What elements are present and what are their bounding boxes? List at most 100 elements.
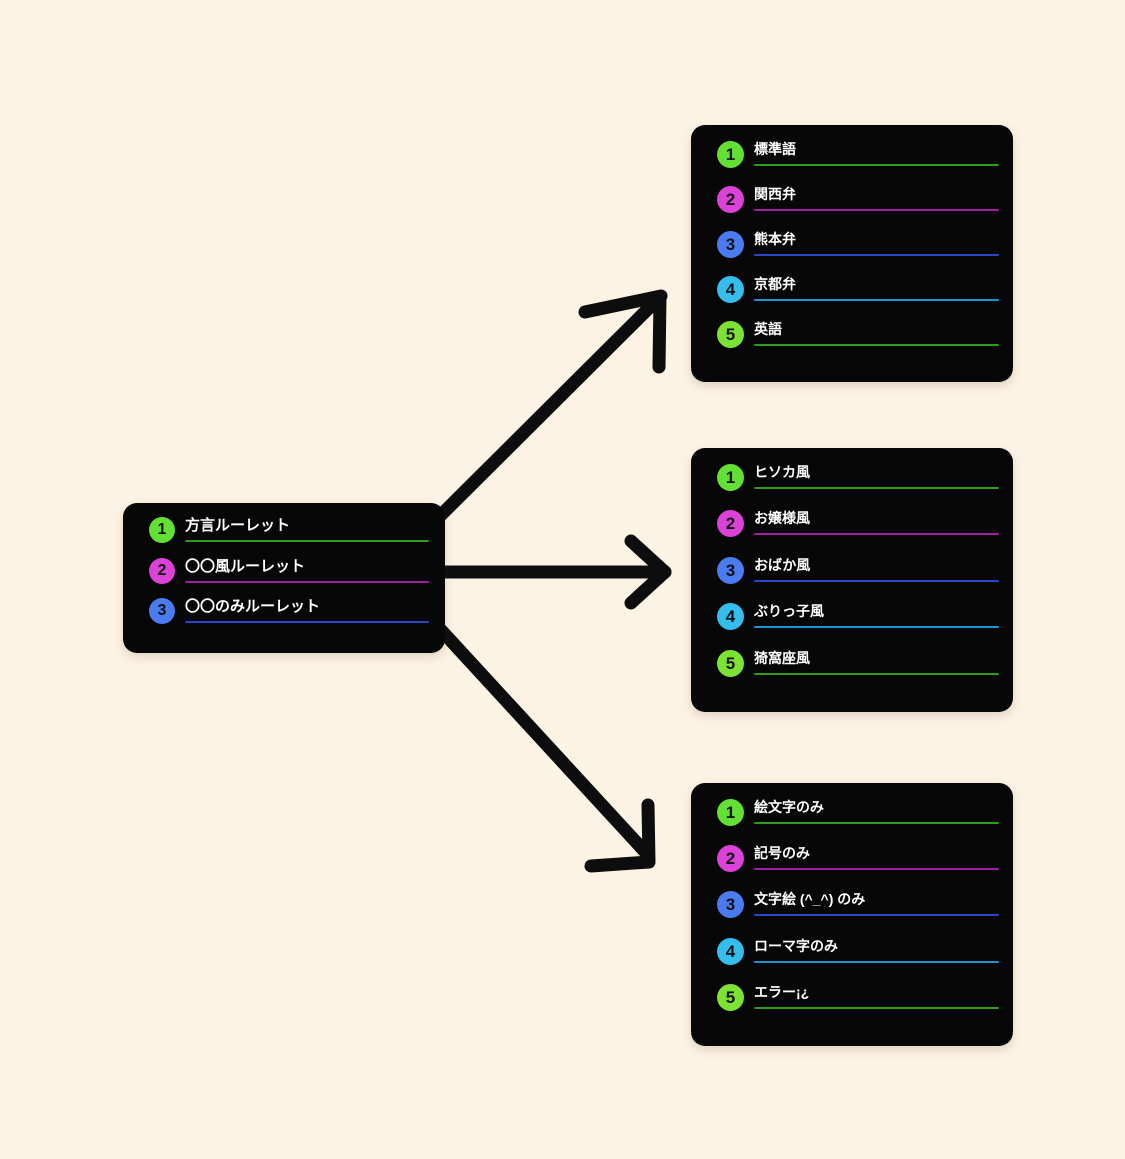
list-item-label: 猗窩座風 — [754, 649, 810, 666]
list-item-label: 英語 — [754, 321, 782, 337]
arrow-to-only-icon — [434, 623, 656, 873]
list-item-label: 文字絵 (^_^) のみ — [754, 891, 866, 908]
list-item[interactable]: 1 絵文字のみ — [717, 799, 999, 845]
dialect-options-card[interactable]: 1 標準語 2 関西弁 3 熊本弁 — [691, 125, 1013, 382]
list-item-underline — [754, 299, 999, 301]
list-item-label: 標準語 — [754, 141, 796, 157]
list-item-underline — [754, 822, 999, 824]
only-options-card[interactable]: 1 絵文字のみ 2 記号のみ 3 文字絵 (^_^) のみ — [691, 783, 1013, 1046]
list-item-label: ぶりっ子風 — [754, 603, 824, 620]
list-item[interactable]: 3 文字絵 (^_^) のみ — [717, 891, 999, 937]
list-item-content: ローマ字のみ — [754, 938, 999, 963]
list-item-underline — [754, 626, 999, 629]
list-item-underline — [754, 960, 999, 963]
list-item-label: ローマ字のみ — [754, 937, 838, 954]
list-item-content: 文字絵 (^_^) のみ — [754, 891, 999, 917]
list-item-content: 記号のみ — [754, 845, 999, 871]
only-options-list: 1 絵文字のみ 2 記号のみ 3 文字絵 (^_^) のみ — [717, 799, 999, 1030]
list-item-label: 方言ルーレット — [185, 517, 291, 534]
list-item[interactable]: 2 関西弁 — [717, 186, 999, 231]
list-item-underline — [754, 209, 999, 211]
item-number-badge: 4 — [717, 276, 744, 303]
list-item-label: エラー¡¿ — [754, 983, 810, 1000]
list-item-label: 絵文字のみ — [754, 799, 824, 815]
list-item-underline — [754, 1006, 999, 1009]
item-number-badge: 5 — [717, 649, 744, 677]
list-item-content: ヒソカ風 — [754, 464, 999, 489]
list-item[interactable]: 1 標準語 — [717, 141, 999, 186]
item-number-badge: 1 — [149, 517, 175, 543]
list-item[interactable]: 2 お嬢様風 — [717, 510, 999, 556]
list-item[interactable]: 5 猗窩座風 — [717, 649, 999, 696]
list-item[interactable]: 2 記号のみ — [717, 845, 999, 891]
roulette-menu-card[interactable]: 1 方言ルーレット 2 〇〇風ルーレット 3 〇〇のみルーレット — [123, 503, 445, 653]
item-number-badge: 3 — [717, 556, 744, 584]
item-number-badge: 1 — [717, 141, 744, 168]
list-item-underline — [754, 344, 999, 346]
item-number-badge: 2 — [149, 557, 175, 584]
list-item-label: 〇〇のみルーレット — [185, 598, 321, 616]
list-item-content: 京都弁 — [754, 276, 999, 301]
list-item[interactable]: 3 熊本弁 — [717, 231, 999, 276]
item-number-badge: 3 — [149, 598, 175, 625]
item-number-badge: 5 — [717, 983, 744, 1011]
list-item-label: おばか風 — [754, 556, 811, 573]
list-item[interactable]: 2 〇〇風ルーレット — [149, 557, 429, 599]
list-item[interactable]: 1 方言ルーレット — [149, 517, 429, 558]
list-item[interactable]: 4 ローマ字のみ — [717, 937, 999, 984]
item-number-badge: 3 — [717, 891, 744, 919]
list-item-label: 〇〇風ルーレット — [185, 557, 306, 575]
list-item-underline — [754, 868, 999, 871]
style-options-list: 1 ヒソカ風 2 お嬢様風 3 おばか風 — [717, 464, 999, 696]
list-item-underline — [185, 580, 429, 583]
list-item-underline — [185, 540, 429, 542]
list-item-underline — [754, 914, 999, 917]
list-item-content: 〇〇のみルーレット — [185, 598, 429, 624]
item-number-badge: 1 — [717, 464, 744, 491]
list-item-label: 関西弁 — [754, 186, 796, 202]
list-item[interactable]: 1 ヒソカ風 — [717, 464, 999, 510]
item-number-badge: 3 — [717, 231, 744, 258]
item-number-badge: 1 — [717, 799, 744, 826]
list-item-underline — [754, 164, 999, 166]
list-item[interactable]: 4 京都弁 — [717, 276, 999, 321]
list-item-label: 記号のみ — [754, 845, 810, 862]
list-item-content: 方言ルーレット — [185, 517, 429, 542]
item-number-badge: 5 — [717, 321, 744, 348]
list-item-underline — [754, 254, 999, 256]
list-item-label: お嬢様風 — [754, 510, 810, 527]
dialect-options-list: 1 標準語 2 関西弁 3 熊本弁 — [717, 141, 999, 366]
item-number-badge: 2 — [717, 845, 744, 873]
list-item[interactable]: 3 おばか風 — [717, 556, 999, 603]
list-item[interactable]: 4 ぶりっ子風 — [717, 603, 999, 649]
list-item[interactable]: 5 英語 — [717, 321, 999, 366]
list-item-content: エラー¡¿ — [754, 984, 999, 1009]
list-item-content: 絵文字のみ — [754, 799, 999, 824]
list-item-content: 〇〇風ルーレット — [185, 558, 429, 583]
list-item-content: おばか風 — [754, 557, 999, 582]
list-item-content: 関西弁 — [754, 186, 999, 211]
list-item-underline — [754, 533, 999, 536]
list-item[interactable]: 3 〇〇のみルーレット — [149, 598, 429, 639]
list-item-content: お嬢様風 — [754, 510, 999, 536]
list-item-content: 猗窩座風 — [754, 650, 999, 675]
item-number-badge: 4 — [717, 937, 744, 965]
list-item-label: 熊本弁 — [754, 231, 796, 247]
list-item-content: ぶりっ子風 — [754, 603, 999, 629]
list-item-label: ヒソカ風 — [754, 464, 810, 480]
arrow-to-style-icon — [436, 534, 672, 610]
list-item-underline — [754, 579, 999, 582]
list-item-underline — [754, 672, 999, 675]
arrow-to-dialect-icon — [434, 289, 668, 522]
list-item-underline — [754, 487, 999, 489]
list-item-content: 熊本弁 — [754, 231, 999, 256]
style-options-card[interactable]: 1 ヒソカ風 2 お嬢様風 3 おばか風 — [691, 448, 1013, 712]
item-number-badge: 2 — [717, 186, 744, 213]
list-item-content: 標準語 — [754, 141, 999, 166]
item-number-badge: 2 — [717, 510, 744, 538]
list-item[interactable]: 5 エラー¡¿ — [717, 983, 999, 1030]
list-item-label: 京都弁 — [754, 276, 796, 292]
list-item-content: 英語 — [754, 321, 999, 346]
roulette-menu-list: 1 方言ルーレット 2 〇〇風ルーレット 3 〇〇のみルーレット — [149, 517, 429, 639]
